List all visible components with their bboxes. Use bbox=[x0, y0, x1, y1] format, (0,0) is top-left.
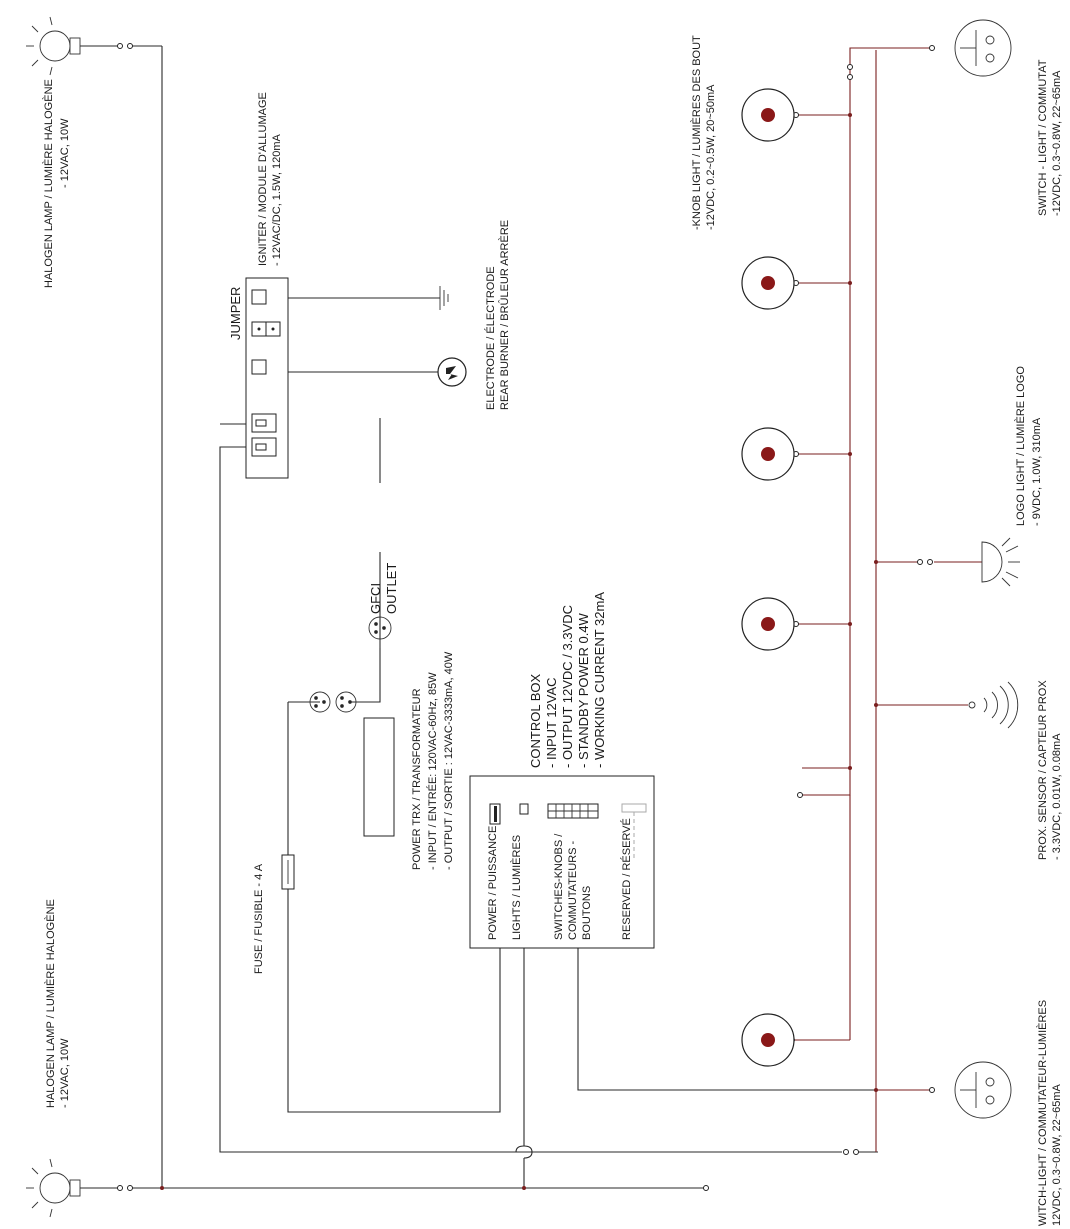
halogen-top-spec: - 12VAC, 10W bbox=[59, 118, 71, 188]
port-lights-label: LIGHTS / LUMIÈRES bbox=[510, 835, 523, 940]
knob-light-icon bbox=[741, 88, 795, 142]
halogen-lamp-top-icon bbox=[26, 16, 81, 76]
junctions bbox=[160, 113, 878, 1190]
halogen-bottom-title: HALOGEN LAMP / LUMIÈRE HALOGÈNE bbox=[44, 899, 57, 1108]
gfci-outlet-icon bbox=[368, 616, 392, 648]
knob-light-icon bbox=[741, 427, 795, 481]
prox-sensor-title: PROX. SENSOR / CAPTEUR PROX bbox=[1037, 680, 1049, 860]
switch-top-title: SWITCH - LIGHT / COMMUTAT bbox=[1037, 59, 1049, 216]
jumper-label: JUMPER bbox=[228, 287, 243, 340]
port-switches-label-2: COMMUTATEURS - bbox=[567, 840, 579, 940]
electrode-spark-icon bbox=[437, 357, 467, 387]
switch-bottom-spec: 12VDC, 0.3~0.8W, 22~65mA bbox=[1051, 1083, 1063, 1226]
trx-input: - INPUT / ENTRÉE: 120VAC-60Hz, 85W bbox=[426, 672, 439, 870]
prox-sensor-icon bbox=[968, 681, 1019, 729]
switch-top-spec: -12VDC, 0.3~0.8W, 22~65mA bbox=[1051, 70, 1063, 216]
control-standby: - STANDBY POWER 0.4W bbox=[576, 612, 591, 768]
port-power-label: POWER / PUISSANCE bbox=[487, 826, 499, 940]
halogen-lamp-bottom-icon bbox=[26, 1158, 81, 1218]
igniter-title: IGNITER / MODULE D'ALLUMAGE bbox=[257, 92, 269, 266]
transformer-box bbox=[363, 717, 395, 837]
knob-light-icon bbox=[741, 597, 795, 651]
knob-light-icon bbox=[741, 1013, 795, 1067]
logo-light-title: LOGO LIGHT / LUMIÈRE LOGO bbox=[1014, 366, 1027, 526]
trx-title: POWER TRX / TRANSFORMATEUR bbox=[411, 688, 423, 870]
port-switches-label-1: SWITCHES-KNOBS / bbox=[553, 833, 565, 940]
logo-light-icon bbox=[981, 537, 1020, 587]
halogen-bottom-spec: - 12VAC, 10W bbox=[59, 1038, 71, 1108]
control-output: - OUTPUT 12VDC / 3.3VDC bbox=[560, 605, 575, 768]
wires bbox=[80, 45, 932, 1189]
port-switches-label-3: BOUTONS bbox=[581, 886, 593, 940]
igniter-spec: - 12VAC/DC, 1.5W, 120mA bbox=[271, 133, 283, 266]
control-title: CONTROL BOX bbox=[528, 674, 543, 768]
knob-light-spec: -12VDC, 0.2~0.5W, 20~50mA bbox=[705, 84, 717, 230]
gfci-outlet-label: OUTLET bbox=[384, 563, 399, 614]
signal-wires bbox=[792, 47, 982, 1152]
labels: HALOGEN LAMP / LUMIÈRE HALOGÈNE - 12VAC,… bbox=[42, 35, 1063, 1226]
control-current: - WORKING CURRENT 32mA bbox=[592, 592, 607, 768]
knob-light-title: -KNOB LIGHT / LUMIÈRES DES BOUT bbox=[690, 35, 703, 230]
control-box-ports bbox=[489, 803, 647, 860]
halogen-top-title: HALOGEN LAMP / LUMIÈRE HALOGÈNE bbox=[42, 79, 55, 288]
terminals bbox=[117, 43, 935, 1191]
ground-icon bbox=[439, 286, 449, 310]
plug-connector-icon bbox=[309, 691, 357, 713]
igniter-module bbox=[245, 277, 289, 479]
electrode-title: ELECTRODE / ÉLECTRODE bbox=[484, 266, 497, 410]
electrode-sub: REAR BURNER / BRÛLEUR ARRÈRE bbox=[498, 220, 511, 410]
fuse-label: FUSE / FUSIBLE - 4 A bbox=[253, 863, 265, 974]
trx-output: - OUTPUT / SORTIE : 12VAC-3333mA, 40W bbox=[443, 651, 455, 870]
switch-bottom-title: WITCH-LIGHT / COMMUTATEUR-LUMIÈRES bbox=[1036, 1000, 1049, 1226]
switch-light-bottom-icon bbox=[954, 1061, 1012, 1119]
logo-light-spec: - 9VDC, 1.0W, 310mA bbox=[1031, 417, 1043, 526]
knob-lights bbox=[741, 88, 795, 1067]
control-input: - INPUT 12VAC bbox=[544, 677, 559, 768]
port-reserved-label: RESERVED / RÉSERVÉ bbox=[620, 818, 633, 940]
switch-light-top-icon bbox=[954, 19, 1012, 77]
prox-sensor-spec: - 3.3VDC, 0.01W, 0.08mA bbox=[1051, 733, 1063, 860]
knob-light-icon bbox=[741, 256, 795, 310]
gfci-label: GFCI bbox=[368, 583, 383, 614]
